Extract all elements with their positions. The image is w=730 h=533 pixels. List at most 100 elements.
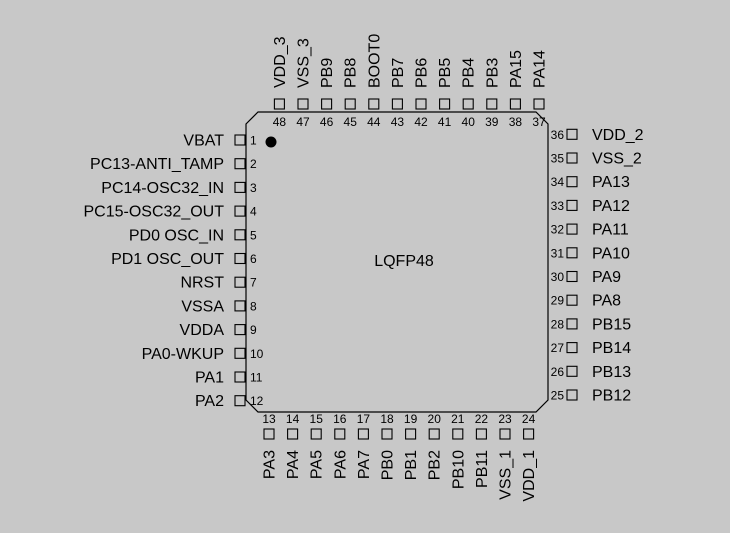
pin-name: PA13 <box>592 174 630 191</box>
pin-pad <box>287 428 299 440</box>
pin-number: 40 <box>462 115 476 129</box>
pin-name: VDDA <box>180 322 225 339</box>
pin-name: PD0 OSC_IN <box>129 227 224 244</box>
pin-pad <box>234 276 246 288</box>
pin-pad <box>263 428 275 440</box>
pin-name: PB9 <box>319 58 336 88</box>
pin1-marker <box>265 136 277 148</box>
pin-number: 33 <box>551 199 565 213</box>
pin-pad <box>462 98 474 110</box>
pin-name: PB4 <box>461 58 478 88</box>
pin-name: PB6 <box>414 58 431 88</box>
pin-number: 3 <box>250 181 257 195</box>
pin-name: PA12 <box>592 198 630 215</box>
pin-name: VBAT <box>183 133 224 150</box>
pin-number: 8 <box>250 299 257 313</box>
pin-name: PB0 <box>380 450 397 480</box>
pin-pad <box>486 98 498 110</box>
pin-pad <box>234 181 246 193</box>
pin-number: 28 <box>551 317 565 331</box>
pin-number: 44 <box>367 115 381 129</box>
pin-number: 38 <box>509 115 523 129</box>
pin-pad <box>297 98 309 110</box>
pin-number: 16 <box>333 412 347 426</box>
pin-name: VSS_3 <box>296 38 313 88</box>
pin-number: 1 <box>250 134 257 148</box>
pin-pad <box>234 158 246 170</box>
pin-name: PA4 <box>285 450 302 479</box>
pin-number: 34 <box>551 175 565 189</box>
pin-name: PA3 <box>262 450 279 479</box>
pin-pad <box>273 98 285 110</box>
pin-number: 7 <box>250 276 257 290</box>
pin-number: 39 <box>485 115 499 129</box>
pin-number: 19 <box>404 412 418 426</box>
pin-number: 35 <box>551 152 565 166</box>
pin-name: PA5 <box>309 450 326 479</box>
pin-number: 10 <box>250 347 264 361</box>
pin-number: 26 <box>551 365 565 379</box>
pin-number: 24 <box>522 412 536 426</box>
pin-name: VDD_3 <box>272 36 289 88</box>
pin-number: 29 <box>551 294 565 308</box>
pin-pad <box>566 270 578 283</box>
pin-pad <box>357 428 369 440</box>
pin-pad <box>415 98 427 110</box>
pin-number: 23 <box>498 412 512 426</box>
pin-name: PA0-WKUP <box>142 346 224 363</box>
pin-name: PA8 <box>592 293 621 310</box>
pin-pad <box>533 98 545 110</box>
pin-pad <box>566 294 578 306</box>
pin-pad <box>566 389 578 401</box>
pin-pad <box>344 98 356 110</box>
pin-name: PB3 <box>484 58 501 88</box>
pin-name: PB14 <box>592 340 631 357</box>
pin-name: PB11 <box>474 450 491 488</box>
pin-pad <box>428 428 440 440</box>
pin-name: PA10 <box>592 245 630 262</box>
pin-pad <box>566 318 578 330</box>
pin-number: 12 <box>250 394 264 408</box>
pin-pad <box>566 247 578 259</box>
pin-name: PA2 <box>195 393 224 410</box>
pin-name: PB13 <box>592 364 631 381</box>
pin-pad <box>523 428 535 440</box>
pin-number: 14 <box>286 412 300 426</box>
pin-number: 27 <box>551 341 565 355</box>
pin-pad <box>566 176 578 188</box>
pin-name: VDD_1 <box>521 450 538 502</box>
pin-pad <box>234 395 246 407</box>
pin-pad <box>368 98 380 110</box>
pin-pad <box>234 252 246 265</box>
pin-name: PB5 <box>437 58 454 88</box>
package-label: LQFP48 <box>374 253 434 270</box>
pin-pad <box>475 428 487 440</box>
pin-number: 4 <box>250 205 257 219</box>
pin-number: 42 <box>414 115 428 129</box>
pin-name: PA14 <box>532 50 549 88</box>
pin-number: 22 <box>475 412 489 426</box>
pin-name: PD1 OSC_OUT <box>111 251 224 268</box>
pin-name: PB2 <box>427 450 444 480</box>
pin-number: 15 <box>310 412 324 426</box>
pin-name: VSS_1 <box>498 450 515 500</box>
pin-name: PC14-OSC32_IN <box>101 180 224 197</box>
pin-name: PA15 <box>508 50 525 88</box>
pin-number: 41 <box>438 115 452 129</box>
pin-number: 11 <box>250 371 263 385</box>
pin-name: PA1 <box>195 370 224 387</box>
pin-name: VSS_2 <box>592 151 642 168</box>
pin-number: 5 <box>250 228 257 242</box>
pin-name: NRST <box>180 275 224 292</box>
pin-name: PA9 <box>592 269 621 286</box>
pin-name: PB12 <box>592 388 631 405</box>
pin-name: BOOT0 <box>366 34 383 88</box>
pin-number: 48 <box>273 115 287 129</box>
pin-number: 37 <box>532 115 546 129</box>
pin-number: 18 <box>380 412 394 426</box>
pin-pad <box>566 342 578 354</box>
pin-number: 20 <box>428 412 442 426</box>
pin-number: 2 <box>250 157 257 171</box>
